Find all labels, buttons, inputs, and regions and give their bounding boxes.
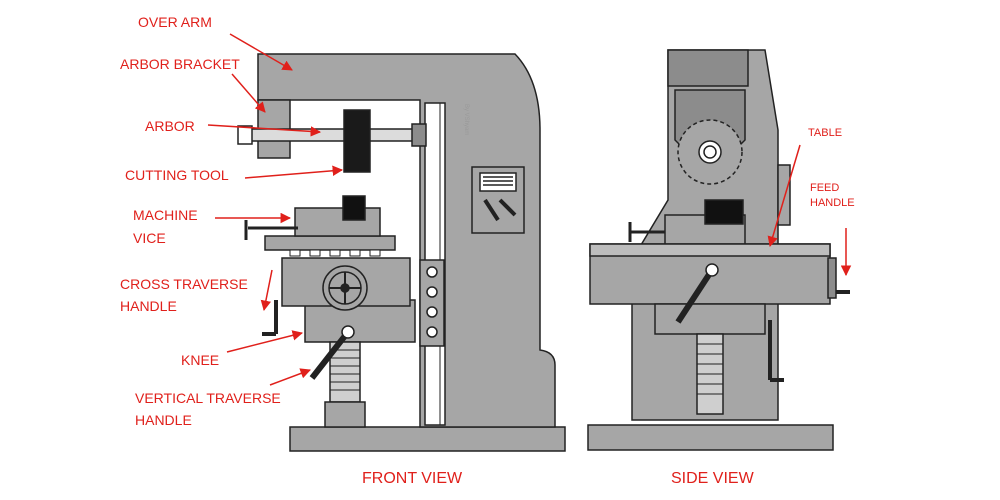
machine-vice (294, 207, 381, 237)
label-arbor: ARBOR (145, 118, 195, 134)
label-cutting-tool: CUTTING TOOL (125, 167, 229, 183)
arbor-shaft (244, 128, 426, 142)
label-table: TABLE (808, 127, 843, 139)
label-vertical-traverse-line1: VERTICAL TRAVERSE (135, 390, 281, 406)
label-cross-traverse-line1: CROSS TRAVERSE (120, 276, 248, 292)
cutting-tool (343, 109, 371, 173)
author-signature: By VShyam (463, 104, 469, 136)
label-knee: KNEE (181, 352, 220, 368)
label-arbor-bracket: ARBOR BRACKET (120, 56, 240, 72)
label-over-arm: OVER ARM (138, 14, 212, 30)
label-machine-vice-line1: MACHINE (133, 207, 198, 223)
label-feed-line2: HANDLE (810, 197, 855, 209)
front-view-machine (237, 53, 566, 452)
label-cross-traverse-line2: HANDLE (120, 298, 177, 314)
knee (304, 299, 416, 343)
label-machine-vice-line2: VICE (133, 230, 166, 246)
label-arrows (207, 33, 852, 386)
front-table (264, 235, 396, 251)
front-base (289, 426, 566, 452)
column-and-over-arm (257, 53, 556, 428)
caption-side-view: SIDE VIEW (671, 470, 754, 487)
side-base (587, 424, 834, 451)
label-feed-line1: FEED (810, 182, 840, 194)
side-view-machine (587, 49, 850, 451)
label-vertical-traverse-line2: HANDLE (135, 412, 192, 428)
caption-front-view: FRONT VIEW (362, 470, 463, 487)
